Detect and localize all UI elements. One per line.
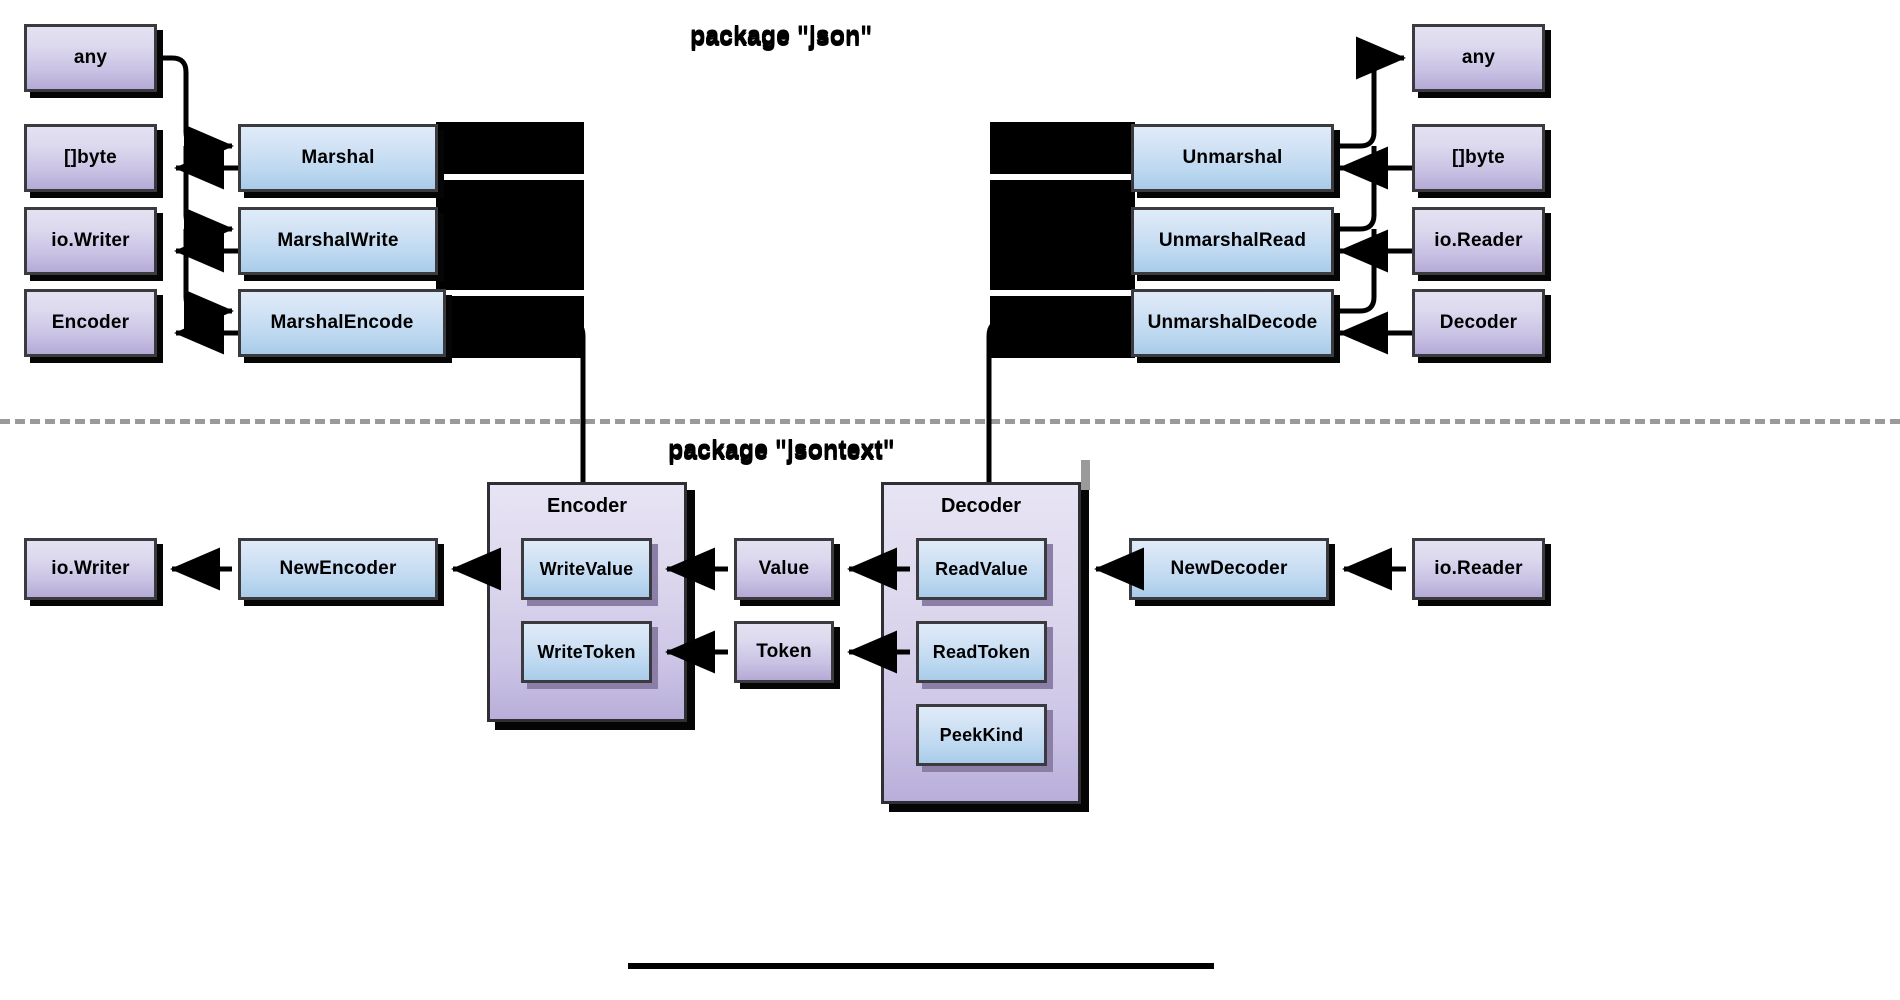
artifact-block-left-2 [436,180,584,290]
type-box-bytes-left[interactable]: []byte [24,124,157,192]
method-box-writevalue[interactable]: WriteValue [521,538,652,600]
package-divider [0,419,1900,424]
package-title-json: package "json" [690,22,873,50]
artifact-block-left-3 [436,296,584,358]
group-title-encoder: Encoder [546,495,628,517]
artifact-block-right-2 [990,180,1135,290]
group-title-decoder: Decoder [940,495,1022,517]
type-box-ioreader-bottom[interactable]: io.Reader [1412,538,1545,600]
func-box-unmarshalread[interactable]: UnmarshalRead [1131,207,1334,275]
artifact-block-right-3 [990,296,1135,358]
artifact-block-right-1 [990,122,1135,174]
package-title-jsontext: package "jsontext" [668,436,895,464]
decoder-right-gray-tick [1081,460,1090,490]
bottom-baseline [628,963,1214,969]
artifact-block-left-1 [436,122,584,174]
